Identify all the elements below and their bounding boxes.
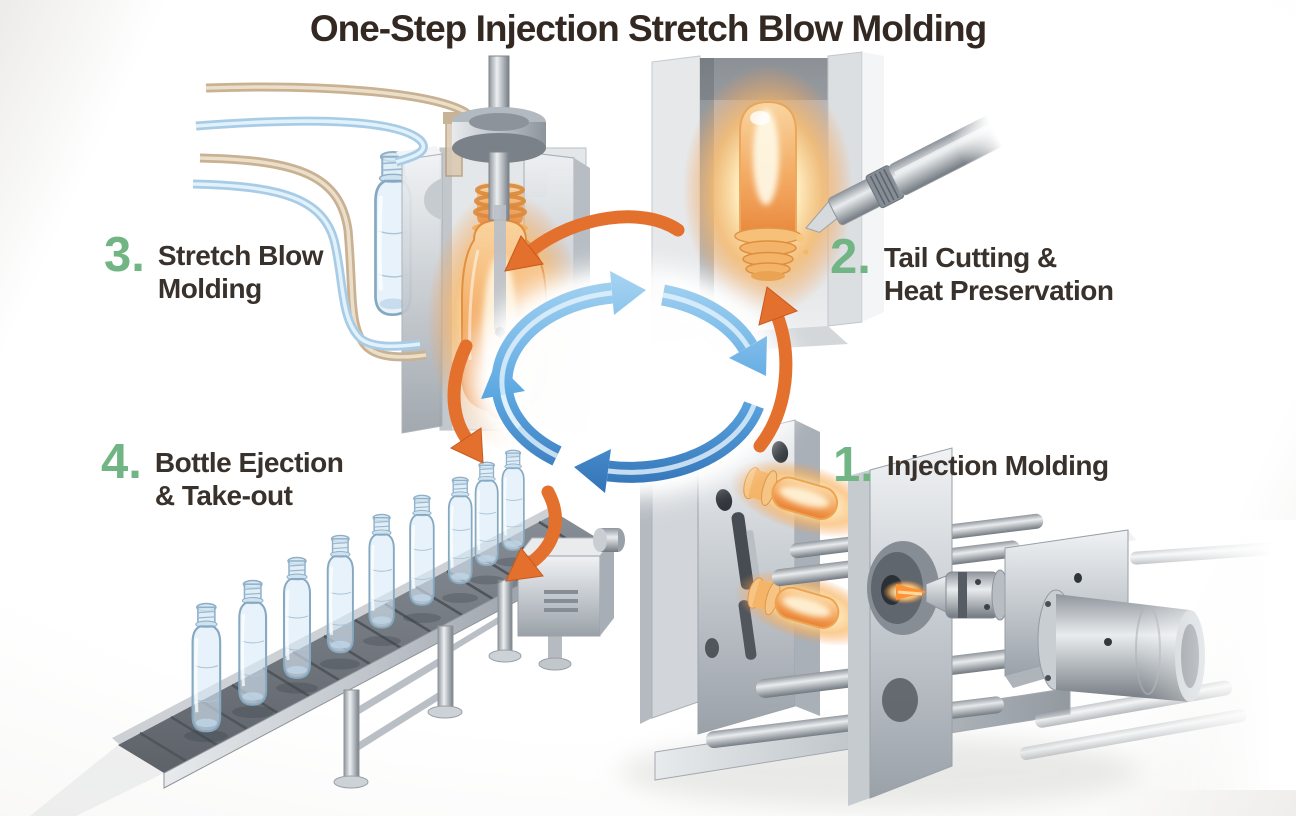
clear-bottle	[501, 448, 526, 552]
conveyor-extension	[30, 745, 164, 816]
step-label-stretch-blow-molding: 3. Stretch Blow Molding	[104, 228, 324, 305]
clear-bottle	[474, 461, 500, 567]
cycle-arrowhead	[610, 271, 646, 315]
cycle-arrowhead	[729, 336, 767, 376]
step-text-line: Bottle Ejection	[154, 447, 344, 478]
clear-bottle	[447, 476, 473, 585]
step-label-tail-cutting: 2. Tail Cutting & Heat Preservation	[830, 230, 1114, 307]
injection-barrel	[1019, 520, 1296, 790]
air-water-tubes	[192, 82, 477, 362]
step-number: 3.	[104, 228, 145, 282]
step-text-line: Molding	[157, 273, 262, 305]
step-text-line: Stretch Blow	[157, 240, 324, 271]
tail-cutting-scene	[651, 51, 1012, 352]
arrow-blowmold-to-conveyor	[447, 339, 484, 464]
stretch-rod-and-collar	[452, 55, 546, 337]
clear-bottle	[282, 556, 312, 680]
process-cycle-arrows	[465, 264, 795, 500]
drive-motor-box	[516, 528, 625, 671]
step-text: Bottle Ejection & Take-out	[155, 439, 344, 512]
step-number: 1.	[833, 438, 874, 492]
step-number: 4.	[101, 435, 142, 489]
molten-drip	[796, 234, 804, 242]
clear-bottle	[408, 493, 436, 607]
glowing-preform	[734, 100, 802, 281]
arrow-onto-conveyor	[505, 485, 562, 582]
rear-mold-plate	[640, 447, 699, 724]
moving-platen	[848, 447, 953, 806]
glowing-preform-lower	[734, 570, 882, 646]
conveyor-legs	[333, 579, 522, 789]
clear-bottle	[326, 534, 355, 654]
molten-drip	[803, 249, 809, 255]
glowing-preform-upper	[730, 459, 882, 538]
step-number: 2.	[830, 230, 871, 284]
injection-molding-scene	[620, 419, 1296, 808]
cycle-arc-segments	[481, 271, 767, 493]
arrow-injection-to-tailcut	[753, 286, 799, 453]
step-text-line: Tail Cutting &	[883, 242, 1057, 273]
step-text: Injection Molding	[887, 442, 1109, 489]
tail-cutting-tool	[805, 110, 1012, 233]
page-title: One-Step Injection Stretch Blow Molding	[309, 8, 987, 49]
step-text: Stretch Blow Molding	[157, 232, 324, 305]
process-flow-arrows	[447, 210, 799, 582]
step-text-line: Heat Preservation	[883, 275, 1114, 307]
injection-nozzle	[883, 569, 1009, 621]
step-text-line: Injection Molding	[886, 450, 1109, 481]
step-label-injection-molding: 1. Injection Molding	[833, 438, 1109, 492]
clear-bottle	[237, 578, 268, 707]
arrow-to-blow-mold	[504, 210, 685, 272]
clear-bottle	[191, 602, 222, 733]
step-text: Tail Cutting & Heat Preservation	[884, 234, 1114, 307]
step-text-line: & Take-out	[154, 480, 293, 512]
cycle-arrowhead	[574, 449, 611, 493]
clear-bottle	[367, 512, 396, 630]
step-label-bottle-ejection: 4. Bottle Ejection & Take-out	[101, 435, 344, 512]
